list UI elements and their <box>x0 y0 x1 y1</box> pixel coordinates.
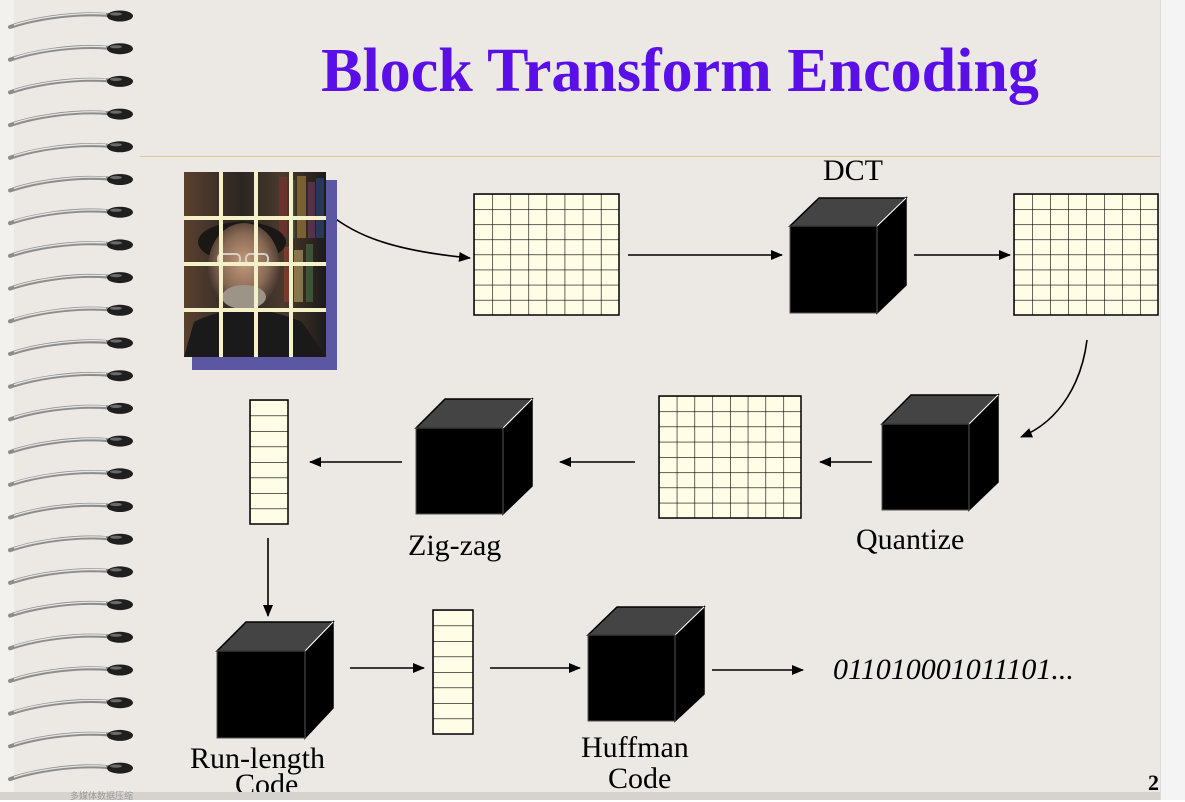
spiral-ring <box>8 10 133 29</box>
vertical-scrollbar[interactable] <box>1160 0 1185 800</box>
spiral-ring <box>8 108 133 128</box>
face-image <box>184 172 337 370</box>
spiral-ring <box>8 697 133 716</box>
runlength-cube <box>215 620 335 740</box>
status-bar: 多媒体数据压缩 <box>0 791 1160 801</box>
runlength-label-line1: Run-length <box>190 742 325 775</box>
spiral-ring <box>8 206 133 226</box>
spiral-ring <box>8 729 133 749</box>
quantized-block-grid <box>658 395 802 519</box>
zigzag-vector <box>249 399 289 525</box>
dct-coefficients-grid <box>1013 193 1159 316</box>
page-number: 2( <box>1148 770 1160 795</box>
bitstream-output: 011010001011101... <box>833 653 1074 686</box>
spiral-ring <box>8 566 133 585</box>
slide-title: Block Transform Encoding <box>321 37 1039 105</box>
huffman-label-line1: Huffman <box>581 731 689 764</box>
input-block-grid <box>473 193 620 316</box>
spiral-ring <box>8 402 133 422</box>
quantize-label: Quantize <box>856 523 965 556</box>
slide: Block Transform Encoding <box>0 0 1160 800</box>
spiral-ring <box>8 435 133 455</box>
arrow-coeffs-to-quantize <box>1020 339 1088 438</box>
dct-label: DCT <box>823 154 883 187</box>
spiral-ring <box>8 664 133 683</box>
spiral-ring <box>8 239 133 258</box>
huffman-label-line2: Code <box>608 762 672 795</box>
huffman-cube <box>586 605 706 723</box>
arrow-photo-to-block <box>315 204 471 262</box>
title-divider <box>140 156 1160 157</box>
spiral-ring <box>8 501 133 520</box>
spiral-ring <box>8 272 133 291</box>
dct-cube <box>788 196 908 315</box>
spiral-ring <box>8 468 133 487</box>
spiral-ring <box>8 141 133 160</box>
spiral-ring <box>8 304 133 324</box>
spiral-ring <box>8 370 133 389</box>
quantize-cube <box>880 393 1000 512</box>
spiral-ring <box>8 599 133 618</box>
runlength-vector <box>432 609 474 735</box>
spiral-ring <box>8 174 133 193</box>
spiral-ring <box>8 337 133 356</box>
spiral-binding <box>0 0 133 800</box>
spiral-ring <box>8 631 133 651</box>
encoding-diagram <box>215 193 1159 740</box>
spiral-ring <box>8 75 133 95</box>
footer-text: 多媒体数据压缩 <box>70 791 134 801</box>
spiral-ring <box>8 533 133 553</box>
zigzag-cube <box>414 397 534 516</box>
spiral-ring <box>8 43 133 62</box>
zigzag-label: Zig-zag <box>408 529 502 562</box>
spiral-ring <box>8 762 133 782</box>
